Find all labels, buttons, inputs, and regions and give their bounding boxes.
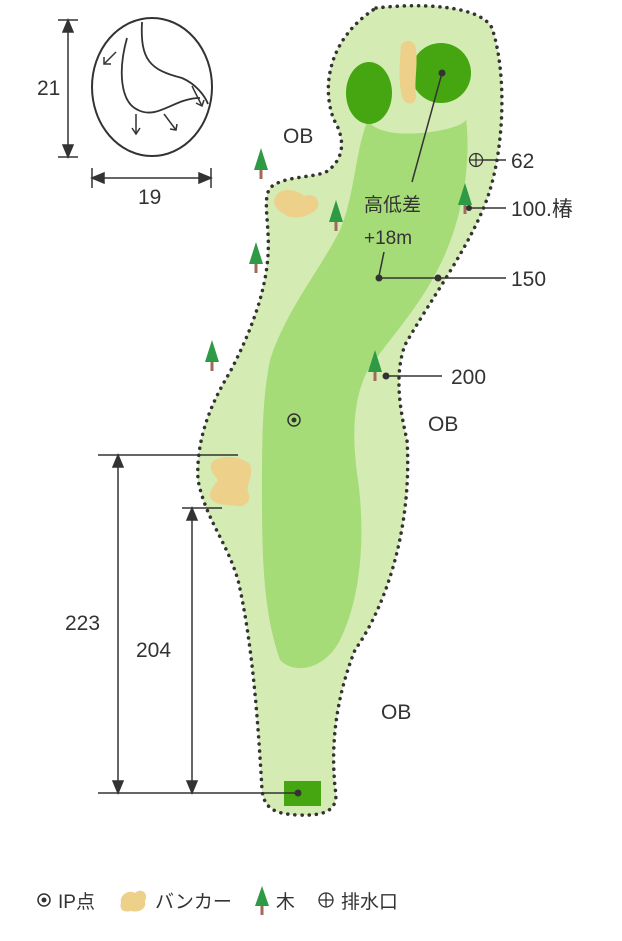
legend-ip-label: IP点 (58, 891, 95, 913)
elevation-leader-line-lower (378, 251, 385, 277)
marker-150-label: 150 (511, 268, 546, 291)
cross-bunker (209, 456, 252, 507)
pin-dot (438, 69, 446, 77)
ob-label-bottom: OB (381, 701, 411, 724)
green-depth-dimension (58, 18, 78, 159)
tree-icon (205, 340, 219, 371)
tee-dot (294, 789, 302, 797)
legend-ip: IP点 (36, 887, 95, 914)
ob-label-right: OB (428, 413, 458, 436)
tree-icon (249, 242, 263, 273)
left-green (346, 62, 392, 124)
tree-icon (254, 148, 268, 179)
green-depth-label: 21 (37, 77, 60, 100)
tee-distance-front-dimension (182, 506, 222, 795)
fairway-area (262, 118, 468, 669)
left-fairway-bunker (274, 190, 319, 218)
marker-200-label: 200 (451, 366, 486, 389)
tee-distance-front-label: 204 (136, 639, 171, 662)
elevation-value: +18m (364, 228, 412, 249)
legend-bunker-label: バンカー (154, 891, 232, 913)
tree-icon (368, 350, 382, 381)
drain-icon (318, 892, 334, 908)
green-inset (91, 17, 213, 157)
legend-bunker: バンカー (117, 885, 232, 915)
tree-icon (329, 200, 343, 231)
tee-distance-back-label-bg (62, 606, 114, 636)
elevation-leader-line (411, 72, 443, 183)
tee-distance-back-label: 223 (65, 612, 100, 635)
tee-distance-back-dimension (98, 453, 296, 795)
ob-label-top: OB (283, 125, 313, 148)
legend: IP点 バンカー 木 排水口 (36, 880, 420, 920)
legend-tree: 木 (254, 884, 295, 916)
tree-icon (254, 886, 269, 915)
ip-point-icon (37, 893, 51, 907)
marker-100-label: 100.椿 (511, 198, 573, 221)
elevation-title: 高低差 (364, 194, 421, 216)
drain-icon (468, 152, 484, 168)
marker-62-label: 62 (511, 150, 534, 173)
legend-drain-label: 排水口 (340, 891, 398, 913)
legend-drain: 排水口 (317, 887, 398, 914)
green-depth-label-bg (34, 73, 66, 101)
legend-tree-label: 木 (275, 891, 295, 913)
green-width-label: 19 (138, 186, 161, 209)
tee-distance-front-label-bg (134, 633, 186, 663)
bunker-icon (120, 890, 147, 912)
tree-icon (458, 183, 472, 214)
green-width-dimension (90, 168, 213, 188)
ip-point-icon (287, 413, 301, 427)
green-side-bunker (399, 40, 417, 104)
